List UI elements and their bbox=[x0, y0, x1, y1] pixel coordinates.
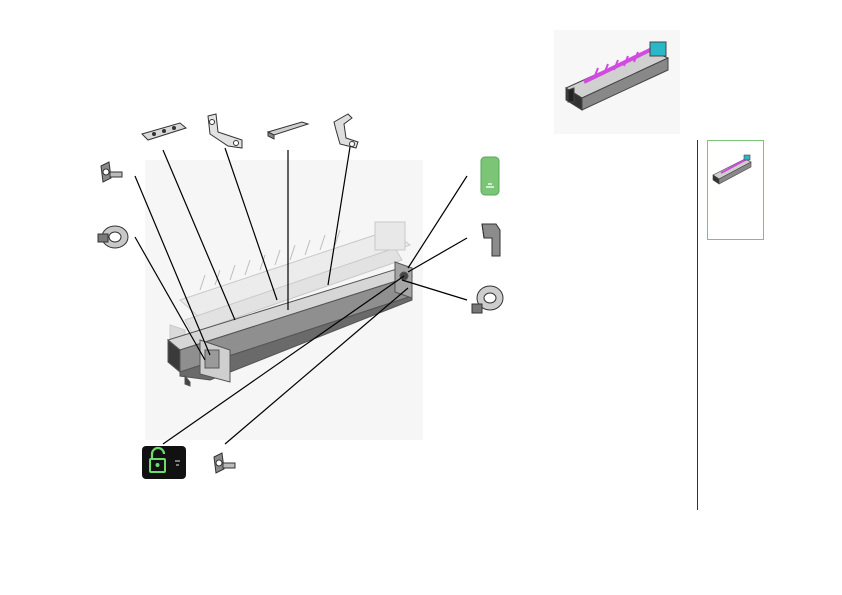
lever-icon[interactable] bbox=[478, 222, 504, 258]
panel-divider bbox=[697, 140, 698, 510]
bracket-plate-icon[interactable] bbox=[140, 120, 188, 144]
thumbnail-selected-frame[interactable] bbox=[707, 140, 764, 240]
bracket-l-right-icon[interactable] bbox=[330, 112, 362, 150]
bracket-bar-icon[interactable] bbox=[266, 118, 310, 140]
bracket-l-left-icon[interactable] bbox=[202, 112, 248, 150]
assembly-ghost-parts bbox=[169, 221, 412, 346]
unlock-icon[interactable] bbox=[142, 446, 186, 479]
fuser-unit-overview bbox=[554, 30, 680, 134]
leader-lines bbox=[134, 146, 468, 445]
green-tab-icon[interactable] bbox=[480, 156, 500, 196]
gear-icon[interactable] bbox=[470, 282, 506, 316]
screw-bottom-icon[interactable] bbox=[210, 451, 238, 477]
screw-icon[interactable] bbox=[97, 160, 125, 186]
bushing-icon[interactable] bbox=[97, 222, 131, 252]
fuser-unit-thumbnail-icon[interactable] bbox=[709, 149, 764, 189]
